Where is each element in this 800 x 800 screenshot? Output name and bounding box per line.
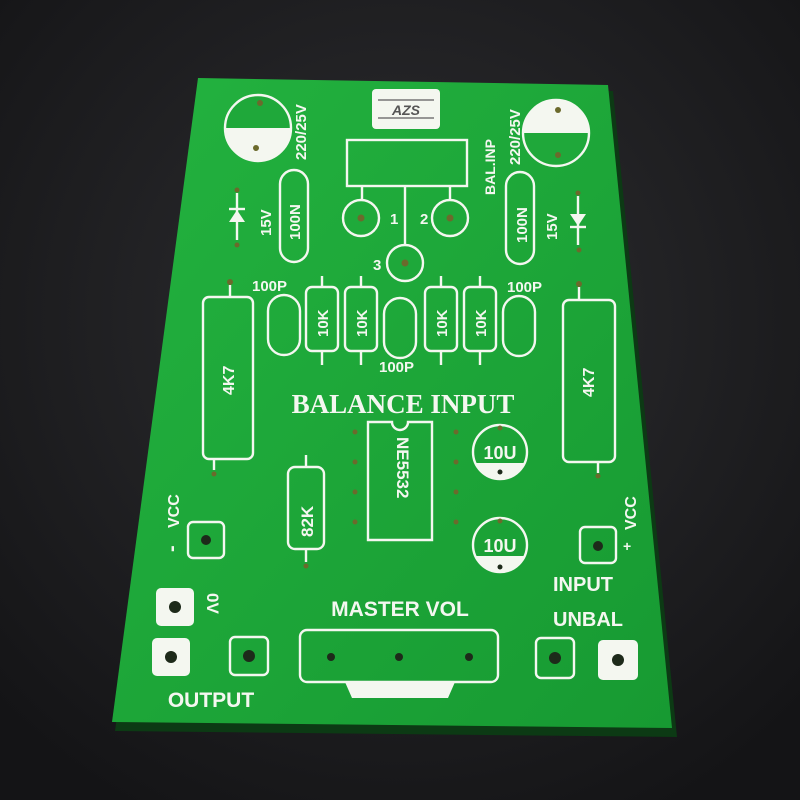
connector-label: BAL.INP [482,139,498,195]
resistor-4k7-right [561,281,617,473]
resistor-4k7-left [201,279,255,470]
bal-inp-connector [341,138,470,283]
resistor-label: 10K [315,309,332,337]
zener-left [229,187,245,248]
cap-100p [266,293,302,357]
pad-input [534,636,576,680]
cap-label: 100N [514,207,531,243]
master-vol-connector [298,628,500,698]
cap-10u [471,423,529,481]
cap-label: 100P [507,279,542,296]
vcc-label: VCC [623,496,640,530]
cap-100p [501,294,537,358]
cap-100n-right [504,170,536,266]
output-label: OUTPUT [168,689,255,712]
ic-ne5532 [352,420,459,542]
pin-label: 3 [373,257,381,274]
cap-label: 10U [483,536,516,556]
resistor-label: 10K [434,309,451,337]
master-vol-label: MASTER VOL [331,598,469,621]
resistor-label: 82K [298,505,317,537]
pad-vcc-plus [578,525,618,565]
azs-logo: AZS [372,89,440,129]
cap-label: 100P [252,278,287,295]
resistor-82k [286,455,326,569]
cap-label: 100N [287,204,304,240]
pcb-board [112,78,672,728]
pad-vcc-minus [186,520,226,560]
cap-100p [382,296,418,360]
input-label: INPUT [553,574,613,596]
resistor-label: 4K7 [221,366,238,395]
ic-label: NE5532 [393,437,412,498]
pin-label: 1 [390,211,398,228]
vcc-label: VCC [166,494,183,528]
unbal-label: UNBAL [553,609,623,631]
zener-label: 15V [258,209,275,236]
polarity-sign: - [161,545,183,552]
resistor-label: 10K [473,309,490,337]
resistor-10k [343,276,379,365]
pin-label: 2 [420,211,428,228]
zener-label: 15V [544,213,561,240]
resistor-10k [304,276,340,365]
cap-label: 220/25V [507,109,524,165]
cap-10u [471,516,529,574]
resistor-label: 4K7 [581,368,598,397]
cap-label: 220/25V [293,104,310,160]
cap-220-right [521,98,591,168]
zener-right [570,190,586,253]
ground-label: 0V [203,593,222,614]
cap-220-left [223,93,293,163]
svg-text:AZS: AZS [391,102,421,118]
cap-100n-left [278,168,310,264]
cap-label: 100P [379,359,414,376]
cap-label: 10U [483,443,516,463]
resistor-label: 10K [354,309,371,337]
polarity-sign: + [623,538,631,554]
resistor-10k [462,276,498,365]
board-title: BALANCE INPUT [292,389,515,419]
pad-output [228,635,270,677]
resistor-10k [423,276,459,365]
